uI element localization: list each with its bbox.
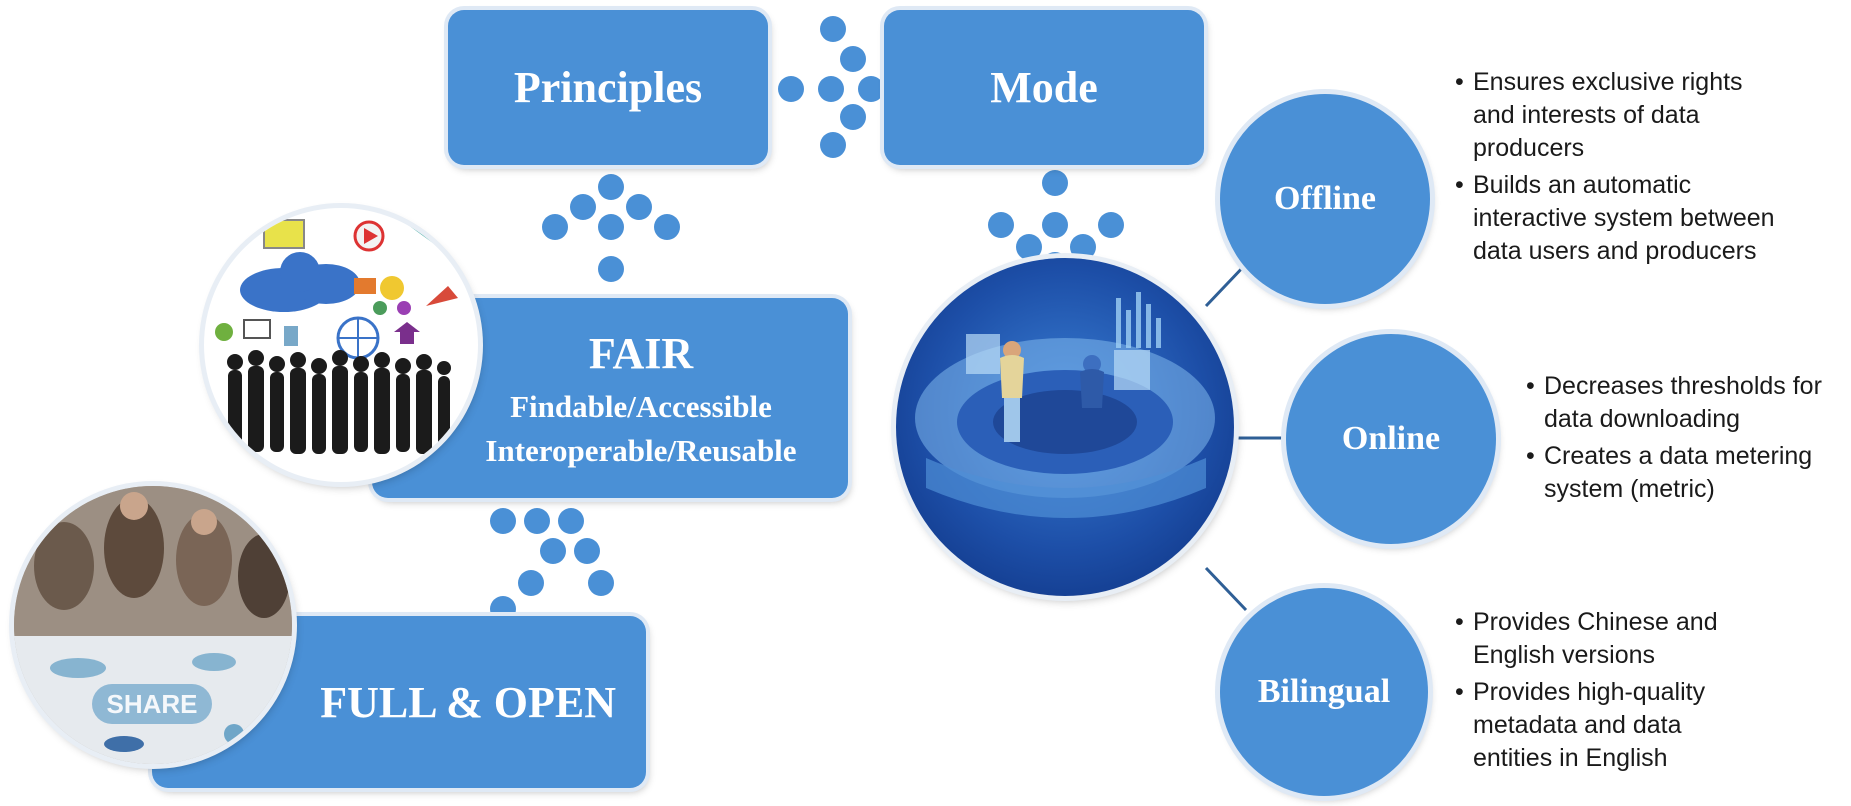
dot [524, 508, 550, 534]
dot [574, 538, 600, 564]
dot [598, 256, 624, 282]
bilingual-bullet-1: Provides Chinese and English versions [1455, 606, 1755, 672]
dot [1042, 170, 1068, 196]
online-bullet-1: Decreases thresholds for data downloadin… [1526, 370, 1851, 436]
share-illustration: SHARE [14, 486, 292, 764]
offline-circle: Offline [1220, 94, 1430, 304]
dot [858, 76, 884, 102]
offline-bullet-1: Ensures exclusive rights and interests o… [1455, 66, 1775, 165]
offline-label: Offline [1274, 180, 1376, 217]
dot [988, 212, 1014, 238]
icons-illustration [215, 219, 458, 454]
dot [1070, 234, 1096, 260]
online-label: Online [1341, 420, 1441, 457]
mode-label: Mode [990, 63, 1098, 112]
dot [518, 570, 544, 596]
principles-box: Principles [448, 10, 768, 165]
dot [542, 214, 568, 240]
dot [1042, 212, 1068, 238]
globe-image [896, 258, 1234, 596]
dot [820, 132, 846, 158]
full-open-label: FULL & OPEN [320, 677, 616, 727]
dot [820, 16, 846, 42]
bilingual-bullet-2: Provides high-quality metadata and data … [1455, 676, 1755, 775]
share-sign-text: SHARE [106, 689, 197, 719]
bilingual-bullets: Provides Chinese and English versions Pr… [1455, 606, 1755, 779]
dot [598, 214, 624, 240]
principles-label: Principles [513, 63, 703, 112]
bilingual-label: Bilingual [1257, 673, 1391, 710]
offline-bullets: Ensures exclusive rights and interests o… [1455, 66, 1775, 272]
fair-line-1: Findable/Accessible [510, 388, 772, 424]
bilingual-circle: Bilingual [1220, 588, 1428, 796]
mode-box: Mode [884, 10, 1204, 165]
globe-illustration [915, 292, 1215, 518]
online-bullet-2: Creates a data metering system (metric) [1526, 440, 1851, 506]
online-bullets: Decreases thresholds for data downloadin… [1526, 370, 1851, 510]
dot [558, 508, 584, 534]
dot [840, 104, 866, 130]
dot [588, 570, 614, 596]
dot [840, 46, 866, 72]
dot [778, 76, 804, 102]
offline-bullet-2: Builds an automatic interactive system b… [1455, 169, 1775, 268]
fair-line-2: Interoperable/Reusable [485, 432, 797, 468]
dot [570, 194, 596, 220]
dot [540, 538, 566, 564]
share-photo-image: SHARE [14, 486, 292, 764]
fair-title: FAIR [588, 328, 694, 378]
dot [490, 508, 516, 534]
dot [1098, 212, 1124, 238]
dot [626, 194, 652, 220]
online-circle: Online [1286, 334, 1496, 544]
dot [598, 174, 624, 200]
dot [654, 214, 680, 240]
dot [1016, 234, 1042, 260]
data-sharing-icons-image [204, 208, 478, 482]
dot [818, 76, 844, 102]
connector-bilingual [1204, 566, 1248, 612]
connector-offline [1204, 262, 1248, 308]
